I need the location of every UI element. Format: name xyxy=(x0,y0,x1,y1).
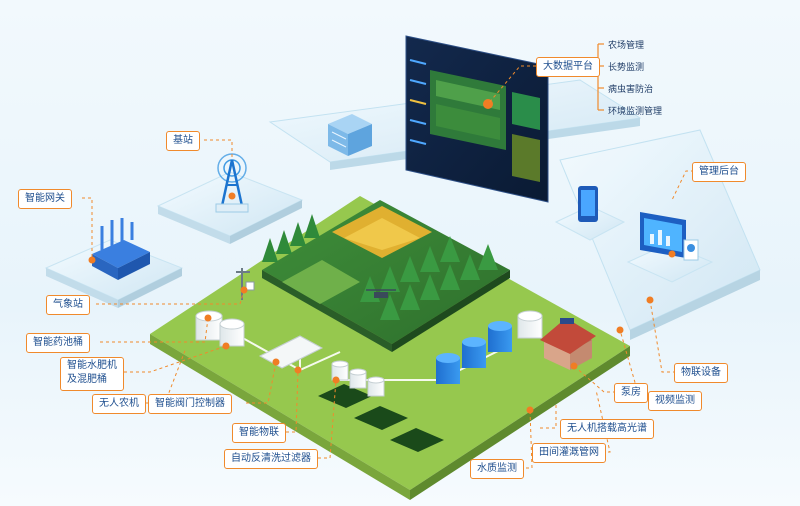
label-weather-station: 气象站 xyxy=(46,295,90,315)
label-uav-hyperspectral: 无人机搭载高光谱 xyxy=(560,419,654,439)
platform-bracket xyxy=(597,43,604,111)
tree-icons xyxy=(262,214,498,320)
label-unmanned-tractor: 无人农机 xyxy=(92,394,146,414)
label-auto-backwash-filter: 自动反清洗过滤器 xyxy=(224,449,318,469)
label-smart-gateway: 智能网关 xyxy=(18,189,72,209)
label-base-station: 基站 xyxy=(166,131,200,151)
gateway-router-icon xyxy=(92,218,150,280)
blue-water-tanks xyxy=(436,321,512,384)
label-pump-room: 泵房 xyxy=(614,383,648,403)
label-smart-iot: 智能物联 xyxy=(232,423,286,443)
white-tanks xyxy=(195,310,543,397)
label-iot-devices: 物联设备 xyxy=(674,363,728,383)
smartphone-icon xyxy=(554,186,626,241)
label-fertilizer-line1: 智能水肥机 xyxy=(67,360,117,371)
farm-island xyxy=(150,196,630,500)
label-valve-controller: 智能阀门控制器 xyxy=(148,394,232,414)
platform-item-environment-monitoring: 环境监测管理 xyxy=(608,107,663,117)
label-irrigation-network: 田间灌溉管网 xyxy=(532,443,606,463)
label-fertilizer-line2: 及混肥桶 xyxy=(67,374,107,385)
platform-item-farm-management: 农场管理 xyxy=(608,41,645,51)
label-fertilizer-machine: 智能水肥机 及混肥桶 xyxy=(60,357,124,391)
pump-house-icon xyxy=(540,318,596,370)
label-water-quality: 水质监测 xyxy=(470,459,524,479)
platform-item-growth-monitoring: 长势监测 xyxy=(608,63,645,73)
drone-icon xyxy=(366,289,396,298)
server-stack-icon xyxy=(328,114,372,156)
admin-monitor-icon xyxy=(626,212,714,283)
label-video-monitoring: 视频监测 xyxy=(648,391,702,411)
platform-item-pest-control: 病虫害防治 xyxy=(608,85,654,95)
big-data-dashboard-screen xyxy=(405,35,549,203)
label-big-data-platform: 大数据平台 xyxy=(536,57,600,77)
hotspot-dots xyxy=(88,192,676,414)
weather-station-icon xyxy=(236,268,255,300)
label-admin-backend: 管理后台 xyxy=(692,162,746,182)
label-pesticide-tank: 智能药池桶 xyxy=(26,333,90,353)
antenna-tower-icon xyxy=(215,153,249,213)
